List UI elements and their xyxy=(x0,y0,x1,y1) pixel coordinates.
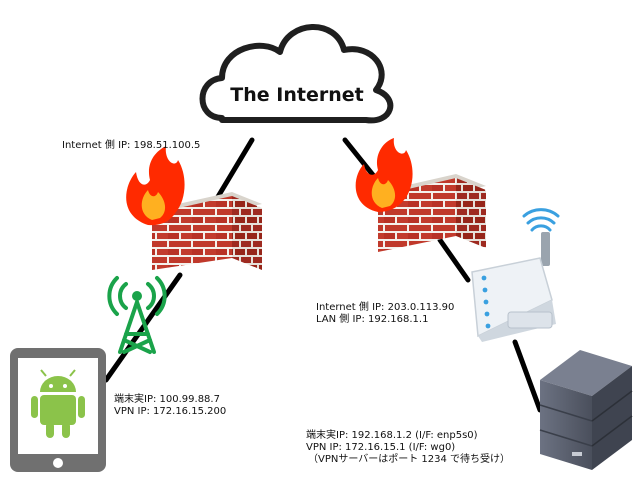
server-vpn-note: （VPNサーバーはポート 1234 で待ち受け） xyxy=(308,454,511,465)
mobile-device-ip: 端末実IP: 100.99.88.7 xyxy=(114,394,220,405)
router-icon xyxy=(471,232,556,342)
server-vpn-ip: VPN IP: 172.16.15.1 (I/F: wg0) xyxy=(306,442,456,453)
server-icon xyxy=(539,350,633,470)
right-firewall-lan-ip: LAN 側 IP: 192.168.1.1 xyxy=(316,314,429,325)
link-right-firewall-router xyxy=(437,237,471,283)
fire-icon-right xyxy=(355,138,413,212)
fire-icon-left xyxy=(126,146,185,226)
left-firewall-internet-ip: Internet 側 IP: 198.51.100.5 xyxy=(62,140,201,151)
android-icon xyxy=(31,369,85,438)
wifi-icon xyxy=(522,208,560,232)
link-router-server xyxy=(512,339,543,413)
internet-title: The Internet xyxy=(230,84,364,106)
cell-tower-icon xyxy=(107,276,167,354)
mobile-vpn-ip: VPN IP: 172.16.15.200 xyxy=(114,406,227,417)
link-left-firewall-mobile xyxy=(103,272,183,383)
right-firewall-internet-ip: Internet 側 IP: 203.0.113.90 xyxy=(316,302,455,313)
server-device-ip: 端末実IP: 192.168.1.2 (I/F: enp5s0) xyxy=(306,430,478,441)
cloud-icon xyxy=(199,24,394,124)
